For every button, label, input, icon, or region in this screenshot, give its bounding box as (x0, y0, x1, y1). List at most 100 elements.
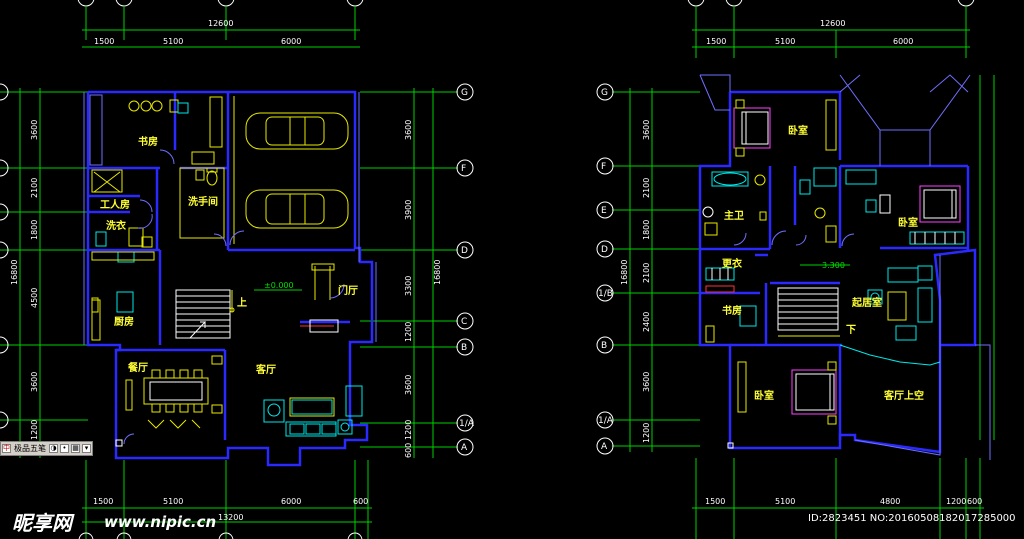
upper-dim-left-1: 3600 (642, 120, 651, 140)
service-fixtures (91, 169, 155, 341)
upper-left-axis-bubbles: G F E D 1/B B 1/A A (596, 83, 614, 455)
ime-logo-icon[interactable]: 中 (2, 444, 11, 453)
label-stair-up: 上 (237, 296, 247, 309)
upper-dim-left-5: 2400 (642, 312, 651, 332)
dim-bottom-4: 600 (353, 497, 368, 506)
top-dimension-chain: 12600 1500 5100 6000 (82, 19, 360, 48)
upper-axis-label-e: E (601, 206, 607, 216)
dim-left-5: 3600 (30, 372, 39, 392)
dim-right-6: 1200 (404, 420, 413, 440)
label-worker-room: 工人房 (100, 198, 130, 211)
watermark-id: ID:2823451 NO:20160508182017285000 (808, 513, 1016, 524)
dim-right-7: 600 (404, 443, 413, 458)
dim-bottom-1: 1500 (93, 497, 113, 506)
upper-axis-label-a: A (601, 442, 608, 452)
axis-label-g: G (461, 88, 468, 98)
dim-left-4: 4500 (30, 288, 39, 308)
label-restroom: 洗手间 (188, 195, 218, 208)
ground-floor-walls (83, 90, 377, 467)
upper-axis-label-d: D (601, 245, 608, 255)
dim-top-1: 1500 (94, 37, 114, 46)
left-dimension-chain: 16800 3600 2100 1800 4500 3600 1200 (0, 88, 88, 458)
upper-dim-left-4: 2100 (642, 263, 651, 283)
watermark-url: www.nipic.cn (104, 513, 217, 531)
ground-floor-plan: 12600 1500 5100 6000 16800 3600 2100 180… (0, 0, 475, 539)
axis-label-c: C (461, 317, 467, 327)
dim-right-total: 16800 (433, 260, 442, 285)
dim-right-4: 1200 (404, 322, 413, 342)
family-room-furniture (733, 230, 933, 341)
ground-room-labels: 书房 工人房 洗衣 厨房 洗手间 门厅 餐厅 客厅 上 ±0.000 (100, 135, 358, 376)
keyboard-icon[interactable]: ▦ (71, 444, 80, 453)
label-living-void: 客厅上空 (883, 389, 924, 402)
upper-axis-label-1a: 1/A (598, 416, 614, 426)
label-laundry: 洗衣 (106, 219, 126, 232)
upper-floor-walls (698, 74, 991, 460)
dim-top-3: 6000 (281, 37, 301, 46)
upper-dim-top-3: 6000 (893, 37, 913, 46)
upper-dim-left-2: 2100 (642, 178, 651, 198)
dim-overall-width: 12600 (208, 19, 233, 28)
label-dining: 餐厅 (127, 361, 148, 374)
upper-axis-label-f: F (601, 162, 606, 172)
upper-dim-left-7: 1200 (642, 423, 651, 443)
upper-dim-bottom-3: 4800 (880, 497, 900, 506)
dim-left-1: 3600 (30, 120, 39, 140)
upper-dim-bottom-2: 5100 (775, 497, 795, 506)
upper-floor-plan: 12600 1500 5100 6000 16800 3600 2100 180… (596, 0, 995, 539)
dim-left-total: 16800 (10, 260, 19, 285)
dim-bottom-total: 13200 (218, 513, 243, 522)
label-living: 客厅 (255, 363, 276, 376)
label-stair-down: 下 (846, 324, 856, 336)
label-dressing: 更衣 (722, 257, 742, 270)
label-bedroom-right: 卧室 (898, 216, 918, 229)
label-study: 书房 (138, 135, 158, 148)
label-kitchen: 厨房 (114, 315, 134, 328)
ime-toolbar[interactable]: 中 极品五笔 ◑ • ▦ ▾ (0, 441, 93, 456)
upper-axis-label-b: B (601, 341, 607, 351)
dim-right-2: 3900 (404, 200, 413, 220)
upper-dim-left-total: 16800 (620, 260, 629, 285)
upper-bottom-dimension-chain: 1500 5100 4800 1200 600 (692, 75, 995, 539)
upper-top-axis-bubbles (687, 0, 975, 58)
dim-right-1: 3600 (404, 120, 413, 140)
label-bedroom-top: 卧室 (788, 124, 808, 137)
upper-dim-bottom-1: 1500 (705, 497, 725, 506)
dim-bottom-2: 5100 (163, 497, 183, 506)
car-lower (245, 189, 349, 229)
upper-room-labels: 卧室 主卫 卧室 更衣 书房 起居室 下 卧室 客厅上空 3.300 (722, 124, 924, 402)
dim-left-3: 1800 (30, 220, 39, 240)
label-upper-level: 3.300 (822, 261, 845, 270)
dim-right-3: 3300 (404, 276, 413, 296)
upper-axis-label-1b: 1/B (598, 289, 613, 299)
watermark-logo: 昵享网 (12, 511, 72, 535)
foyer-fixtures (254, 263, 345, 333)
ground-stairs (175, 289, 235, 339)
upper-dim-top-1: 1500 (706, 37, 726, 46)
axis-label-d: D (461, 246, 468, 256)
upper-axis-label-g: G (601, 88, 608, 98)
dim-right-5: 3600 (404, 375, 413, 395)
upper-dim-overall-width: 12600 (820, 19, 845, 28)
upper-stairs (777, 287, 840, 337)
right-axis-bubbles: G F D C B 1/A A (0, 83, 475, 456)
car-upper (245, 112, 349, 150)
axis-label-1a: 1/A (459, 419, 475, 429)
axis-label-f: F (461, 164, 466, 174)
upper-dim-left-3: 1800 (642, 220, 651, 240)
upper-furniture (702, 99, 965, 425)
dim-top-2: 5100 (163, 37, 183, 46)
upper-dim-bottom-5: 600 (967, 497, 982, 506)
punctuation-icon[interactable]: • (60, 444, 69, 453)
label-bedroom-bottom: 卧室 (754, 389, 774, 402)
menu-arrow-icon[interactable]: ▾ (82, 444, 91, 453)
label-upper-study: 书房 (722, 304, 742, 317)
label-master-bath: 主卫 (724, 209, 744, 222)
label-foyer: 门厅 (338, 284, 358, 297)
axis-label-a: A (461, 443, 468, 453)
half-moon-icon[interactable]: ◑ (49, 444, 58, 453)
label-family-room: 起居室 (851, 296, 882, 309)
dim-left-2: 2100 (30, 178, 39, 198)
bottom-dimension-chain: 1500 5100 6000 600 13200 (78, 460, 372, 539)
